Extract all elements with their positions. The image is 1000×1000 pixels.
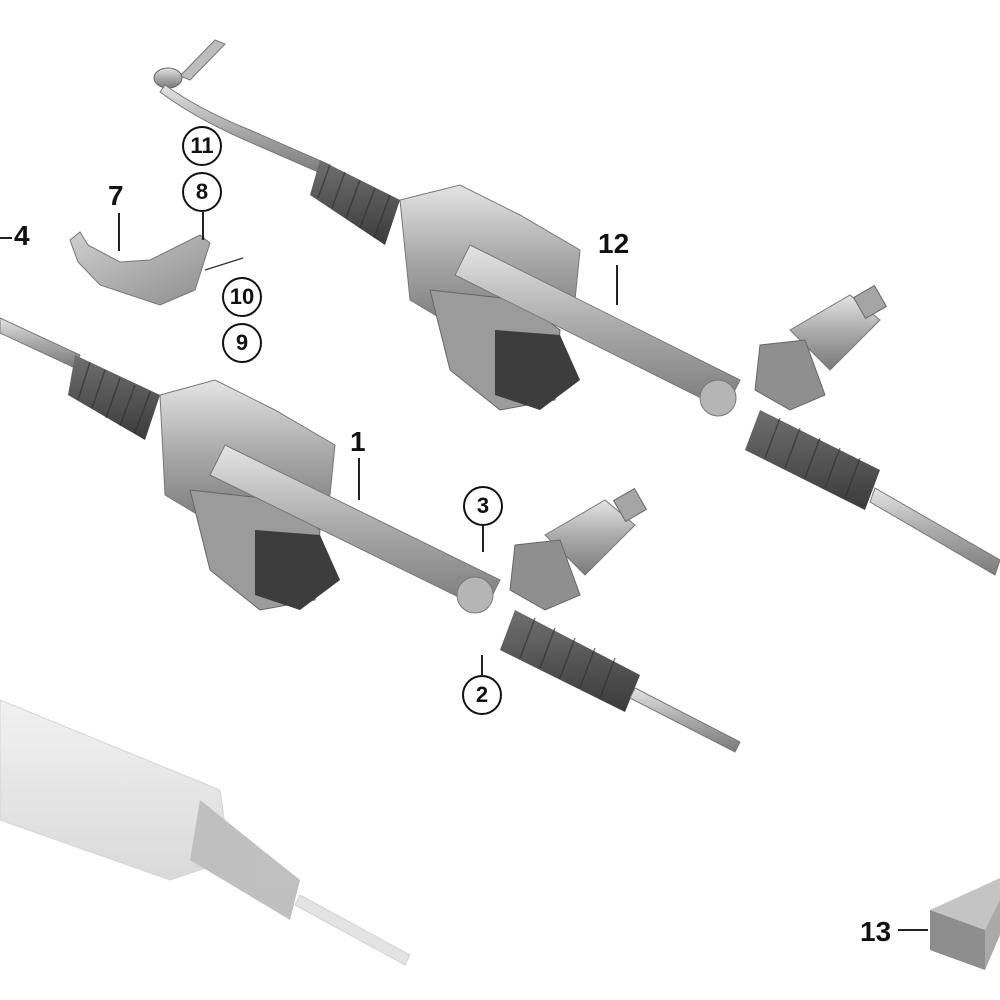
ghost-steering-rack bbox=[0, 699, 411, 966]
leader-1 bbox=[358, 458, 360, 500]
leader-13 bbox=[898, 929, 928, 931]
steering-rack-upper bbox=[153, 39, 1000, 576]
callout-3[interactable]: 3 bbox=[463, 486, 503, 526]
leader-12 bbox=[616, 265, 618, 305]
leader-2 bbox=[481, 655, 483, 675]
leader-7 bbox=[118, 213, 120, 251]
callout-1[interactable]: 1 bbox=[350, 426, 366, 457]
callout-9[interactable]: 9 bbox=[222, 323, 262, 363]
leader-8 bbox=[202, 212, 204, 240]
callout-11[interactable]: 11 bbox=[182, 126, 222, 166]
callout-13[interactable]: 13 bbox=[860, 916, 892, 947]
steering-rack-lower bbox=[0, 317, 741, 753]
callout-12[interactable]: 12 bbox=[598, 228, 630, 259]
callout-8[interactable]: 8 bbox=[182, 172, 222, 212]
packaging-box bbox=[930, 878, 1000, 970]
leader-4 bbox=[0, 237, 12, 239]
callout-4[interactable]: 4 bbox=[14, 220, 30, 251]
heat-shield bbox=[69, 231, 244, 306]
callout-2[interactable]: 2 bbox=[462, 675, 502, 715]
callout-7[interactable]: 7 bbox=[108, 180, 124, 211]
callout-10[interactable]: 10 bbox=[222, 277, 262, 317]
leader-3 bbox=[482, 526, 484, 552]
